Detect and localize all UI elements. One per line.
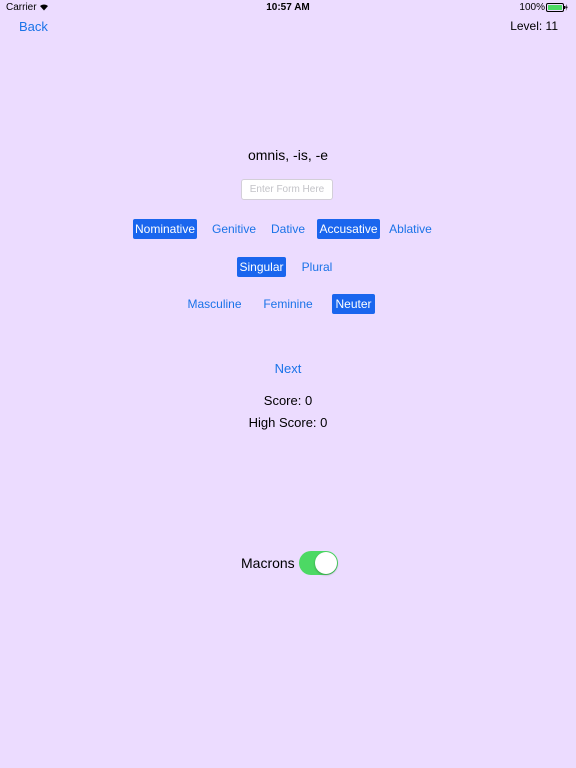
gender-neuter-button[interactable]: Neuter: [332, 294, 375, 314]
case-ablative-button[interactable]: Ablative: [389, 222, 432, 236]
macrons-toggle[interactable]: [299, 551, 338, 575]
number-singular-button[interactable]: Singular: [237, 257, 286, 277]
next-button[interactable]: Next: [274, 361, 302, 376]
case-genitive-button[interactable]: Genitive: [211, 222, 257, 236]
next-row: Next: [0, 361, 576, 376]
level-indicator: Level: 11: [510, 19, 558, 33]
battery-percent: 100%: [519, 2, 545, 13]
gender-feminine-button[interactable]: Feminine: [263, 297, 313, 311]
case-nominative-button[interactable]: Nominative: [133, 219, 197, 239]
wifi-icon: [40, 4, 48, 11]
case-accusative-button[interactable]: Accusative: [317, 219, 380, 239]
gender-masculine-button[interactable]: Masculine: [187, 297, 242, 311]
score-label: Score: 0: [263, 393, 313, 408]
high-score-label: High Score: 0: [248, 415, 328, 430]
back-button[interactable]: Back: [19, 19, 48, 34]
status-bar: Carrier 10:57 AM 100%: [0, 0, 576, 16]
number-plural-button[interactable]: Plural: [301, 260, 333, 274]
quiz-word: omnis, -is, -e: [247, 147, 329, 163]
case-dative-button[interactable]: Dative: [270, 222, 305, 236]
macrons-label: Macrons: [241, 555, 295, 571]
carrier-label: Carrier: [6, 2, 37, 13]
clock: 10:57 AM: [266, 2, 310, 13]
toggle-knob: [315, 552, 337, 574]
battery-icon: [546, 3, 568, 12]
form-input[interactable]: [241, 179, 333, 200]
